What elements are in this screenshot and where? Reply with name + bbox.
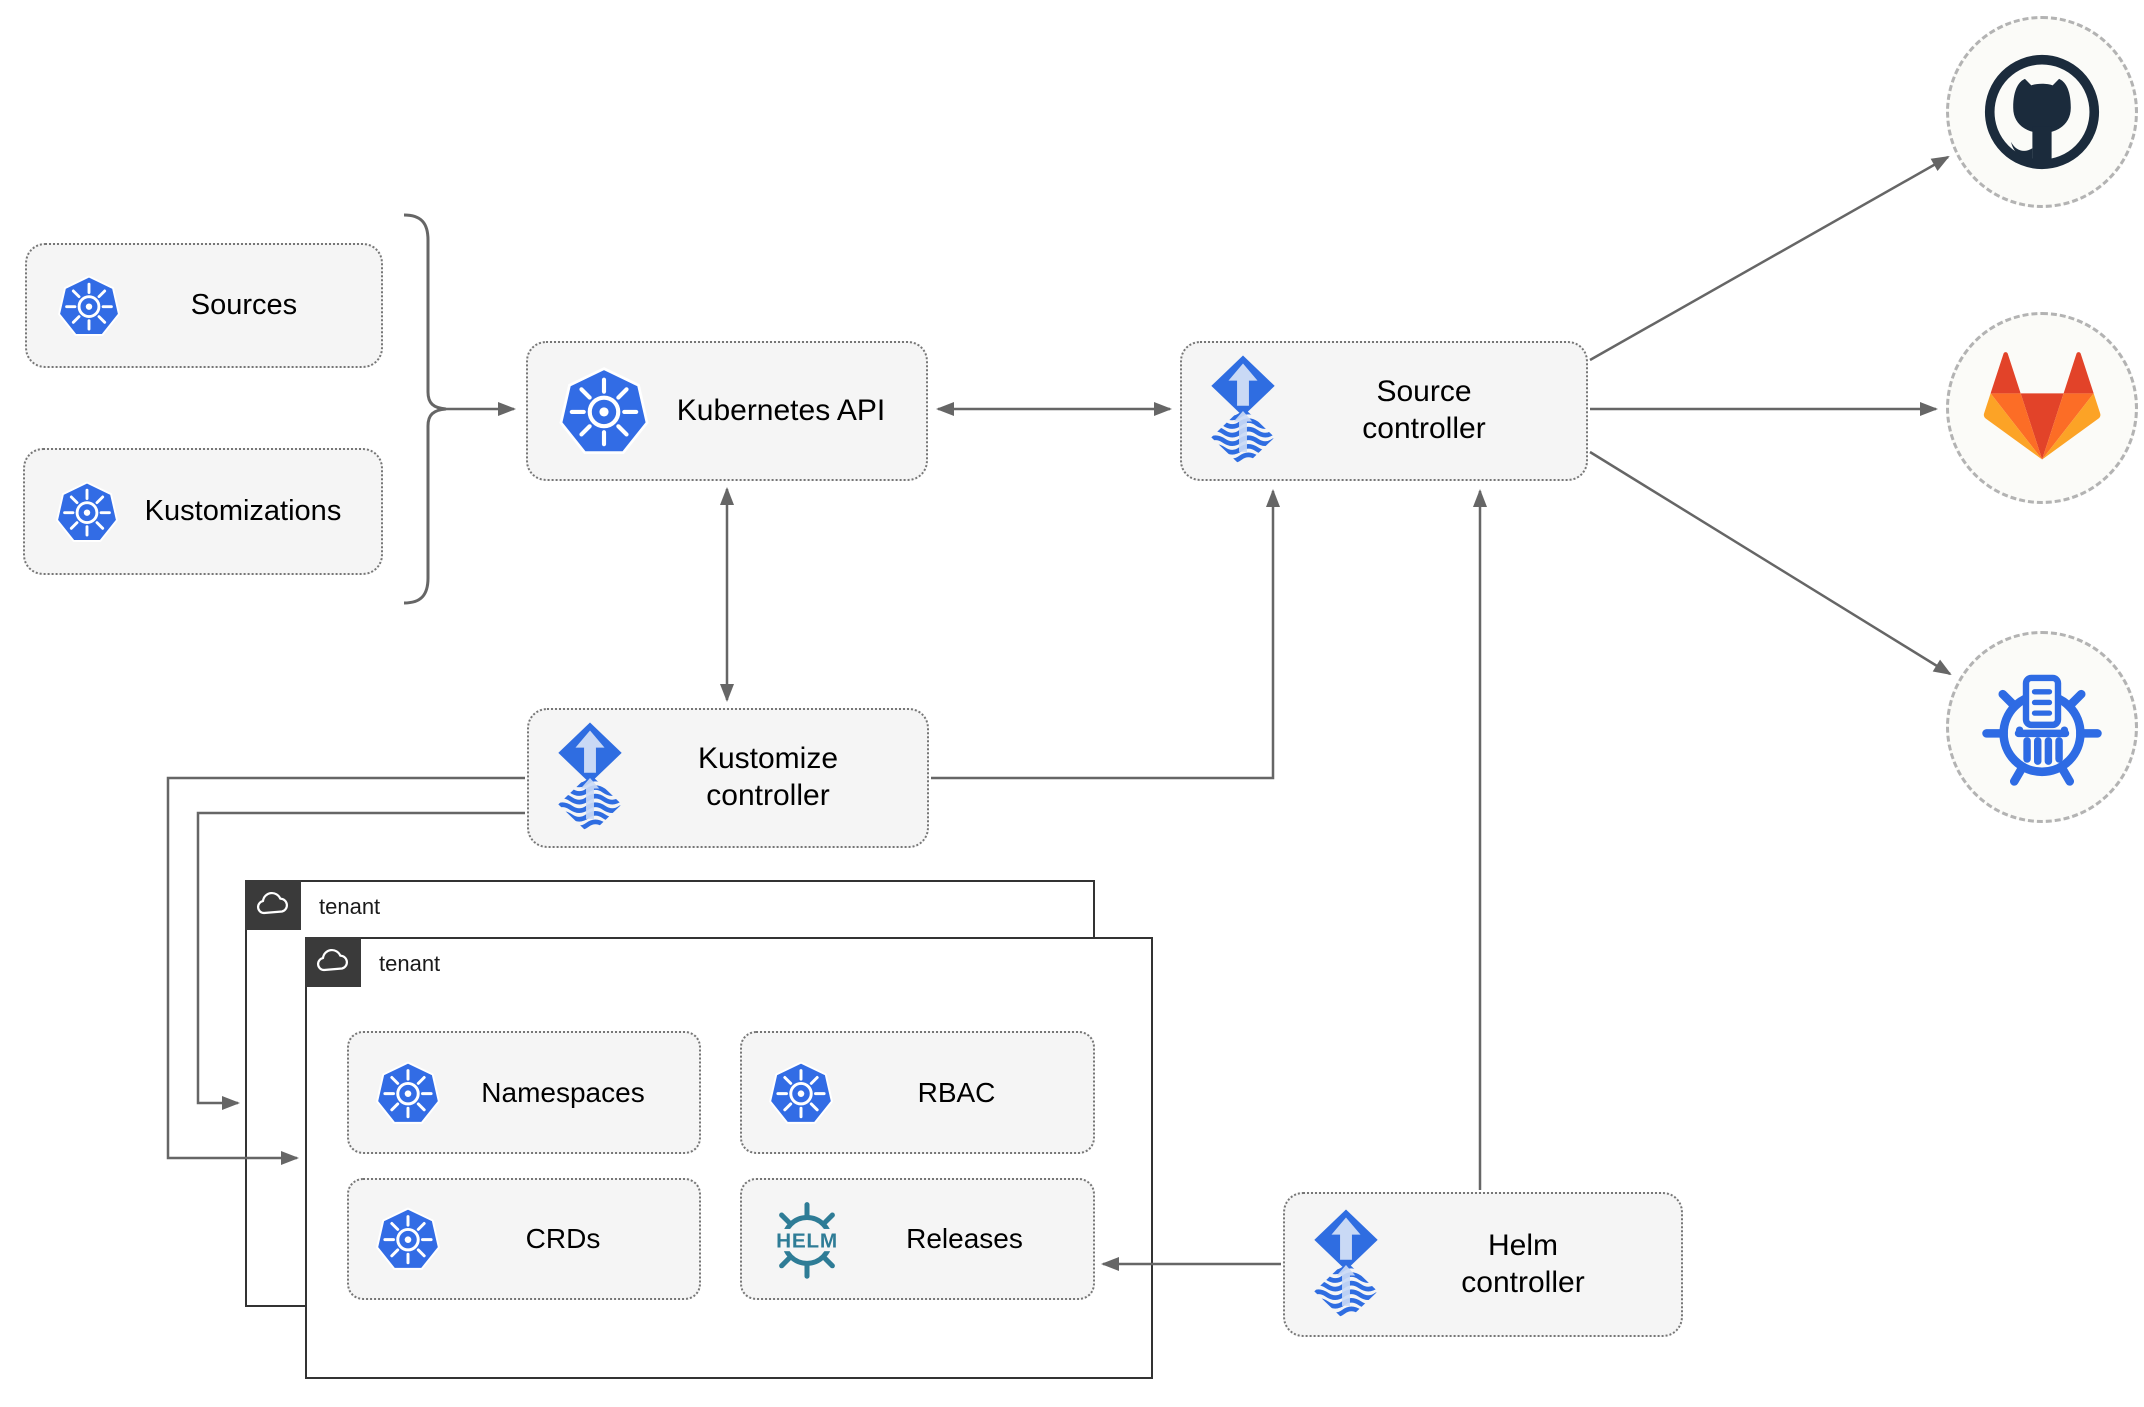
node-namespaces-label: Namespaces [481, 1076, 645, 1108]
node-kustomizations-label: Kustomizations [144, 495, 342, 527]
tenant-label: tenant [379, 951, 441, 976]
node-releases-label: Releases [906, 1223, 1023, 1254]
flux-icon [558, 722, 622, 831]
label-line2: controller [1461, 1265, 1585, 1299]
node-crds: CRDs [347, 1178, 701, 1300]
node-kustomize-controller-label: Kustomize controller [623, 741, 927, 814]
arrow-source-to-registry [1589, 450, 1952, 676]
label-line2: controller [706, 779, 830, 812]
label-line1: Helm [1487, 1228, 1558, 1262]
gitlab-icon [1983, 351, 2101, 459]
helm-wordmark: HELM [776, 1230, 838, 1253]
registry-icon [1982, 674, 2102, 786]
kubernetes-icon [769, 1061, 833, 1124]
label-line2: controller [1362, 412, 1486, 445]
cloud-icon [257, 892, 288, 915]
node-namespaces: Namespaces [347, 1031, 701, 1154]
tenant-badge [245, 880, 301, 930]
node-crds-label: CRDs [525, 1223, 601, 1254]
node-helm-controller-label: Helm controller [1379, 1228, 1681, 1301]
node-source-controller: Source controller [1180, 341, 1588, 481]
target-gitlab [1946, 312, 2138, 504]
tenant-badge [305, 937, 361, 987]
kubernetes-icon [56, 480, 118, 542]
node-rbac-label: RBAC [917, 1076, 996, 1108]
node-kustomize-controller: Kustomize controller [527, 708, 929, 848]
tenant-box-inner: tenant [305, 937, 1153, 1379]
node-source-controller-label: Source controller [1276, 374, 1586, 447]
node-helm-controller: Helm controller [1283, 1192, 1683, 1337]
node-sources: Sources [25, 243, 383, 368]
node-kubernetes-api-label: Kubernetes API [676, 394, 886, 427]
kubernetes-icon [559, 367, 649, 455]
kubernetes-icon [376, 1061, 440, 1124]
kubernetes-icon [58, 274, 120, 336]
flux-icon [1314, 1209, 1378, 1317]
node-kustomizations: Kustomizations [23, 448, 383, 575]
kubernetes-icon [376, 1207, 440, 1270]
bracket-sources-group [403, 213, 447, 605]
label-line1: Source [1376, 375, 1472, 409]
target-github [1946, 16, 2138, 208]
github-icon [1984, 54, 2100, 170]
label-line1: Kustomize [697, 742, 839, 776]
arrow-kustomize-to-source-controller [931, 489, 1280, 780]
node-sources-label: Sources [190, 289, 298, 321]
arrow-source-to-github [1589, 155, 1950, 362]
node-rbac: RBAC [740, 1031, 1095, 1154]
helm-icon: HELM [766, 1202, 848, 1279]
flux-icon [1211, 355, 1275, 464]
tenant-label: tenant [319, 894, 381, 919]
node-kubernetes-api: Kubernetes API [526, 341, 928, 481]
target-container-registry [1946, 631, 2138, 823]
cloud-icon [317, 949, 348, 972]
node-releases: HELM Releases [740, 1178, 1095, 1300]
